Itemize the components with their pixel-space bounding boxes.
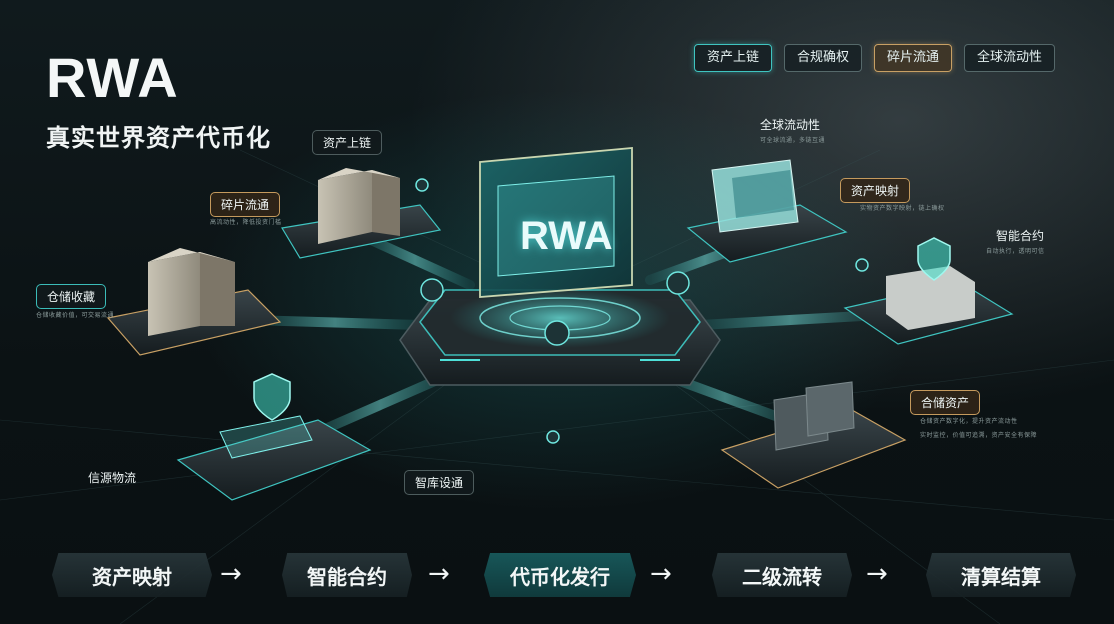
label-global-liquidity: 全球流动性 [760,118,821,132]
node-asset-onchain-platform [281,168,442,259]
label-warehouse-receipt: 仓储收藏 [36,284,107,309]
desc-global-liquidity: 可全球流通，多链互通 [760,137,826,144]
desc-storage-asset-2: 实时监控，价值可追溯，资产安全有保障 [920,432,1038,439]
flow-arrow-4: → [866,559,888,589]
label-supply-chain: 信源物流 [88,471,137,485]
desc-storage-asset-1: 仓储资产数字化，提升资产流动性 [920,418,1018,425]
page-title: RWA [46,46,179,109]
flow-step-tokenization: 代币化发行 [484,553,636,597]
label-storage-asset: 合储资产 [910,390,981,415]
top-tag-row: 资产上链 合规确权 碎片流通 全球流动性 [694,44,1056,72]
flow-step-secondary-trading: 二级流转 [712,553,852,597]
desc-fragment: 高流动性，降低投资门槛 [210,219,282,226]
page-subtitle: 真实世界资产代币化 [46,124,271,152]
flow-arrow-3: → [650,559,672,589]
desc-asset-mapping: 实物资产数字映射，链上确权 [860,205,945,212]
label-smart-storage: 智库设通 [404,470,475,495]
tag-compliance: 合规确权 [784,44,863,72]
node-warehouse-receipt-platform [106,248,282,356]
flow-arrow-2: → [428,559,450,589]
desc-warehouse-receipt: 仓储收藏价值，可交易流通 [36,312,115,319]
node-global-liquidity-platform [686,159,848,263]
label-smart-contract: 智能合约 [996,229,1045,243]
tag-asset-onchain: 资产上链 [694,44,773,72]
flow-step-settlement: 清算结算 [926,553,1076,597]
desc-smart-contract: 自动执行，透明可信 [986,248,1045,255]
central-platform [399,147,721,386]
label-asset-onchain: 资产上链 [312,130,383,155]
tag-global-liquidity: 全球流动性 [964,44,1056,72]
pin-icons [415,178,869,444]
node-supply-chain-platform [176,373,372,501]
center-rwa-label: RWA [520,214,613,258]
flow-step-asset-mapping: 资产映射 [52,553,212,597]
node-storage-asset-platform [720,381,907,489]
flow-step-smart-contract: 智能合约 [282,553,412,597]
flow-arrow-1: → [220,559,242,589]
label-asset-mapping: 资产映射 [840,178,911,203]
label-fragment: 碎片流通 [210,192,281,217]
node-smart-contract-platform [843,237,1014,345]
tag-fragment: 碎片流通 [874,44,953,72]
